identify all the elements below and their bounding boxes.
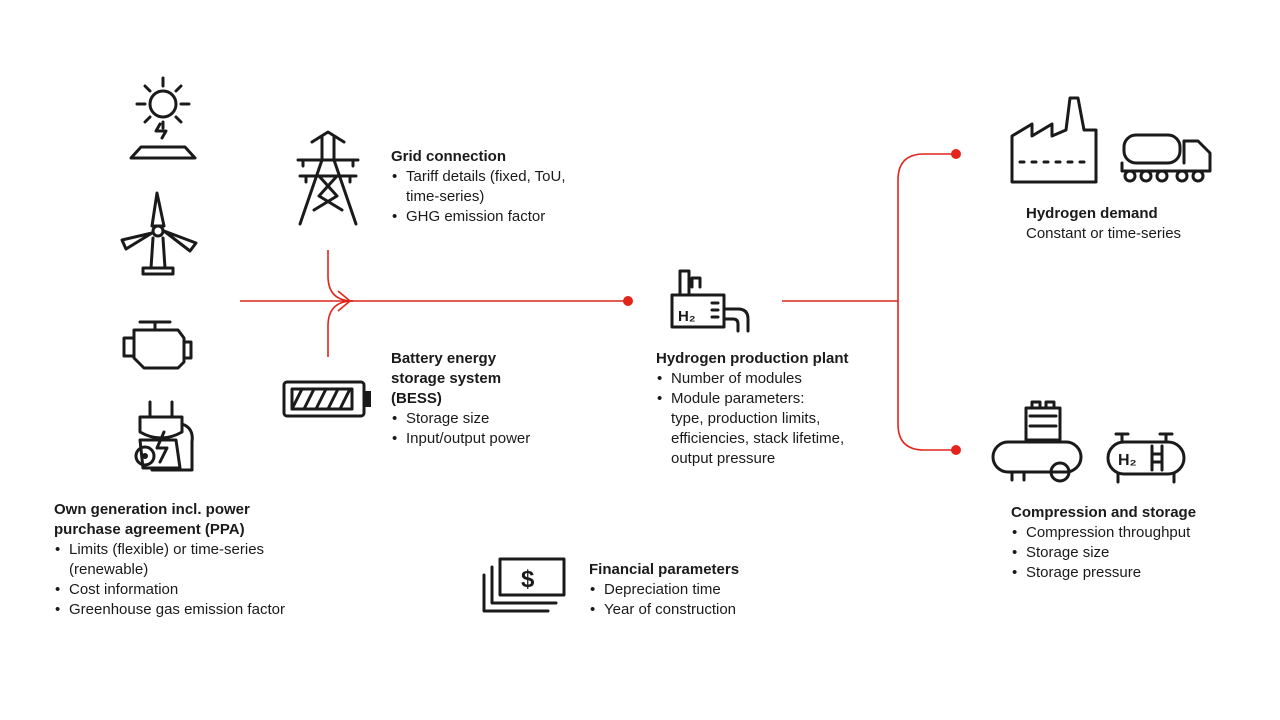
hydrogen-plant-block: Hydrogen production plant Number of modu… [656,349,849,469]
dollar-sign: $ [521,566,535,593]
solar-panel-icon [129,76,197,160]
hydrogen-demand-block: Hydrogen demand Constant or time-series [1026,204,1181,244]
hydrogen-plant-icon [670,269,750,333]
list-item: Greenhouse gas emission factor [54,600,285,620]
financial-list: Depreciation time Year of construction [589,580,739,620]
grid-connection-block: Grid connection Tariff details (fixed, T… [391,147,566,227]
own-generation-list: Limits (flexible) or time-series (renewa… [54,540,285,620]
flow-dot-plant [623,296,633,306]
list-item: Storage size [391,409,530,429]
tanker-truck-icon [1120,133,1212,183]
factory-icon [1010,96,1098,184]
fuel-generator-icon [134,400,194,472]
flow-dot-demand [951,149,961,159]
hydrogen-demand-title: Hydrogen demand [1026,205,1158,222]
list-item: Year of construction [589,600,739,620]
flow-line-branch-down [897,301,956,451]
list-item: Input/output power [391,429,530,449]
list-item: Cost information [54,580,285,600]
bess-list: Storage size Input/output power [391,409,530,449]
flow-line-bess-merge [327,300,354,357]
list-item: Tariff details (fixed, ToU, time-series) [391,167,566,207]
bess-title: Battery energy storage system (BESS) [391,350,502,407]
hydrogen-demand-subtitle: Constant or time-series [1026,225,1182,242]
compression-storage-list: Compression throughput Storage size Stor… [1011,523,1196,583]
tank-h2-label: H₂ [1118,452,1137,469]
grid-connection-list: Tariff details (fixed, ToU, time-series)… [391,167,566,227]
flow-line-branch-up [897,153,956,301]
list-item: GHG emission factor [391,207,566,227]
compression-storage-block: Compression and storage Compression thro… [1011,503,1196,583]
power-pylon-icon [296,130,360,226]
list-item: Module parameters: type, production limi… [656,389,849,469]
list-item: Number of modules [656,369,849,389]
list-item: Compression throughput [1011,523,1196,543]
compressor-icon [991,400,1083,483]
wind-turbine-icon [120,191,198,276]
own-generation-block: Own generation incl. power purchase agre… [54,500,285,620]
flow-line-arrow [337,290,352,312]
hydrogen-tank-icon [1106,432,1186,484]
hydrogen-plant-list: Number of modules Module parameters: typ… [656,369,849,469]
list-item: Storage size [1011,543,1196,563]
own-generation-title: Own generation incl. power purchase agre… [54,501,250,538]
engine-icon [122,320,193,370]
flow-dot-storage [951,445,961,455]
financial-title: Financial parameters [589,561,740,578]
bess-block: Battery energy storage system (BESS) Sto… [391,349,530,449]
hydrogen-plant-title: Hydrogen production plant [656,350,849,367]
plant-h2-label: H₂ [678,308,696,325]
list-item: Storage pressure [1011,563,1196,583]
list-item: Depreciation time [589,580,739,600]
compression-storage-title: Compression and storage [1011,504,1197,521]
battery-icon [282,380,371,418]
list-item: Limits (flexible) or time-series (renewa… [54,540,285,580]
financial-block: Financial parameters Depreciation time Y… [589,560,739,620]
flow-lines [240,149,961,455]
banknotes-icon [482,557,566,613]
grid-connection-title: Grid connection [391,148,507,165]
